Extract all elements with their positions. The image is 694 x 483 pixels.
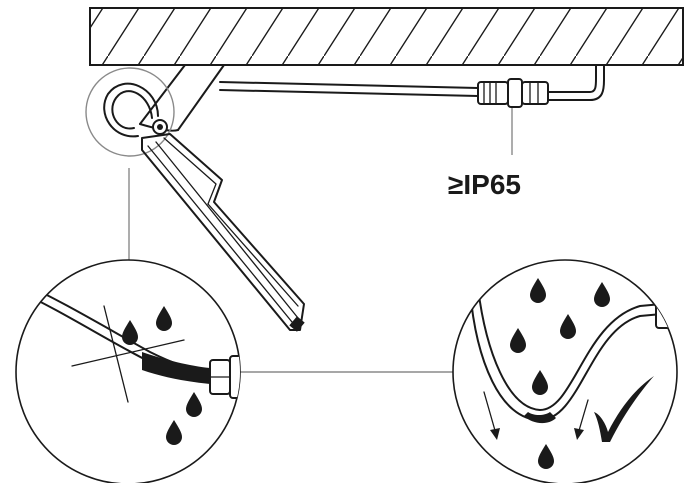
power-cable (219, 64, 605, 101)
checkmark-icon (594, 376, 654, 442)
cross-icon (71, 305, 185, 403)
waterproof-connector (477, 78, 549, 108)
detail-highlight-circle (85, 67, 175, 157)
guide-lines (128, 108, 513, 373)
arrow-down-icon (483, 391, 589, 440)
floodlight-fixture (141, 119, 305, 332)
detail-incorrect (15, 259, 241, 483)
ceiling (89, 7, 684, 66)
cable-drip-loop (103, 82, 159, 138)
ip-rating-label: ≥IP65 (448, 169, 521, 200)
detail-correct (452, 259, 678, 483)
